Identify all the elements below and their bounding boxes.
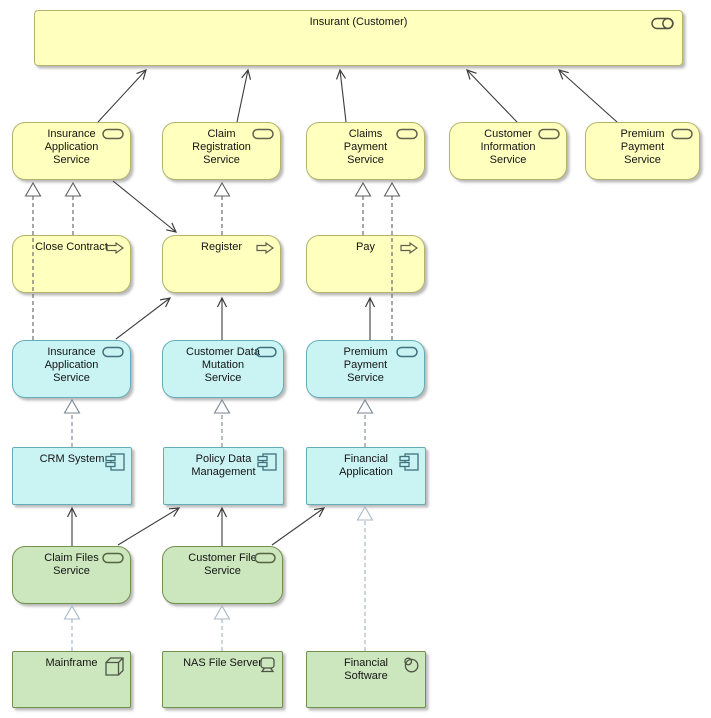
- business-process-icon: [400, 242, 418, 254]
- service-icon: [254, 552, 276, 564]
- node-tech-service-customer-file[interactable]: Customer File Service: [162, 546, 283, 604]
- node-business-service-claim-registration[interactable]: Claim Registration Service: [162, 122, 281, 180]
- realization-relationships-application: [63, 398, 374, 447]
- service-icon: [396, 128, 418, 140]
- node-business-service-premium-payment[interactable]: Premium Payment Service: [585, 122, 700, 180]
- component-icon: [257, 453, 277, 471]
- serving-line: [97, 69, 147, 123]
- serving-line: [115, 297, 172, 340]
- node-label: Premium Payment Service: [620, 128, 665, 166]
- node-label: Customer Data Mutation Service: [186, 346, 260, 384]
- service-icon: [252, 128, 274, 140]
- node-app-service-customer-data-mutation[interactable]: Customer Data Mutation Service: [162, 340, 284, 398]
- business-role-icon: [651, 17, 674, 30]
- system-software-icon: [404, 657, 419, 673]
- node-app-service-insurance-application[interactable]: Insurance Application Service: [12, 340, 131, 398]
- serving-line: [112, 180, 178, 233]
- node-financial-software[interactable]: Financial Software: [306, 651, 426, 708]
- node-label: Policy Data Management: [191, 453, 256, 478]
- component-icon: [105, 453, 125, 471]
- node-label: Customer File Service: [188, 552, 257, 577]
- serving-line: [466, 69, 518, 123]
- node-component-crm-system[interactable]: CRM System: [12, 447, 132, 505]
- service-icon: [255, 346, 277, 358]
- node-label: Mainframe: [45, 657, 98, 669]
- node-business-service-insurance-application[interactable]: Insurance Application Service: [12, 122, 131, 180]
- service-icon: [102, 552, 124, 564]
- service-icon: [671, 128, 693, 140]
- node-label: Claim Files Service: [44, 552, 99, 577]
- serving-line: [117, 507, 181, 546]
- business-process-icon: [256, 242, 274, 254]
- node-label: CRM System: [39, 453, 105, 465]
- node-nas-file-server[interactable]: NAS File Server: [162, 651, 283, 708]
- business-process-icon: [106, 242, 124, 254]
- node-business-service-claims-payment[interactable]: Claims Payment Service: [306, 122, 425, 180]
- serving-line: [236, 68, 252, 123]
- node-label: Financial Software: [343, 657, 389, 682]
- serving-line: [271, 507, 326, 546]
- device-icon: [260, 657, 275, 673]
- node-app-service-premium-payment[interactable]: Premium Payment Service: [306, 340, 425, 398]
- node-label: Insurance Application Service: [44, 128, 99, 166]
- service-icon: [396, 346, 418, 358]
- node-label: Insurance Application Service: [44, 346, 99, 384]
- node-label: Premium Payment Service: [343, 346, 388, 384]
- node-process-pay[interactable]: Pay: [306, 235, 425, 293]
- service-icon: [538, 128, 560, 140]
- node-mainframe[interactable]: Mainframe: [12, 651, 131, 708]
- component-icon: [399, 453, 419, 471]
- node-label: Claims Payment Service: [343, 128, 388, 166]
- service-icon: [102, 128, 124, 140]
- node-label: Register: [201, 241, 242, 253]
- node-label: Insurant (Customer): [309, 16, 408, 28]
- serving-line: [558, 69, 618, 123]
- node-label: Customer Information Service: [480, 128, 536, 166]
- node-component-financial-application[interactable]: Financial Application: [306, 447, 426, 505]
- node-process-close-contract[interactable]: Close Contract: [12, 235, 131, 293]
- node-label: Financial Application: [339, 453, 393, 478]
- serving-line: [335, 68, 347, 123]
- node-label: Claim Registration Service: [192, 128, 251, 166]
- node-business-service-customer-information[interactable]: Customer Information Service: [449, 122, 567, 180]
- service-icon: [102, 346, 124, 358]
- node-process-register[interactable]: Register: [162, 235, 281, 293]
- node-tech-service-claim-files[interactable]: Claim Files Service: [12, 546, 131, 604]
- node-label: Pay: [356, 241, 375, 253]
- node-label: NAS File Server: [183, 657, 262, 669]
- node-insurant[interactable]: Insurant (Customer): [34, 10, 683, 66]
- node-icon: [105, 657, 124, 676]
- node-label: Close Contract: [35, 241, 108, 253]
- node-component-policy-data-management[interactable]: Policy Data Management: [163, 447, 284, 505]
